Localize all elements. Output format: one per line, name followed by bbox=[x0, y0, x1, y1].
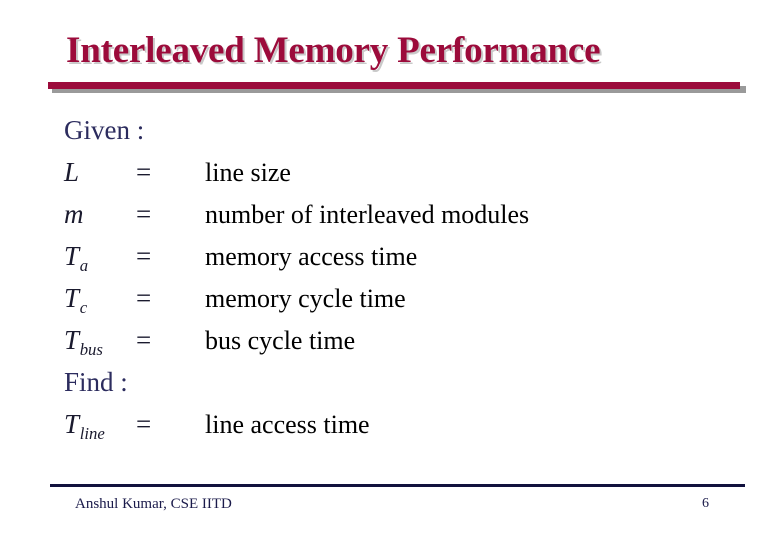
equals-sign: = bbox=[136, 325, 152, 355]
symbol-m: m bbox=[64, 199, 84, 229]
find-label: Find : bbox=[64, 367, 128, 397]
symbol-Tc: Tc bbox=[64, 283, 88, 317]
title-divider-shadow bbox=[52, 86, 746, 93]
slide-header: Interleaved Memory Performance bbox=[0, 28, 780, 80]
page-number: 6 bbox=[702, 496, 709, 511]
definition-text: bus cycle time bbox=[205, 326, 356, 355]
page-title: Interleaved Memory Performance bbox=[66, 30, 601, 71]
title-divider bbox=[48, 82, 746, 94]
definition-row: Ta = memory access time bbox=[64, 239, 754, 281]
equals-sign: = bbox=[136, 283, 152, 313]
symbol-Ta: Ta bbox=[64, 241, 89, 275]
footer-divider bbox=[50, 484, 745, 487]
equals-sign: = bbox=[136, 199, 152, 229]
symbol-L: L bbox=[64, 157, 80, 187]
definition-row: m = number of interleaved modules bbox=[64, 197, 754, 239]
equals-sign: = bbox=[136, 409, 152, 439]
symbol-Tbus: Tbus bbox=[64, 325, 103, 359]
definition-text: number of interleaved modules bbox=[205, 200, 530, 229]
definition-row: Tline = line access time bbox=[64, 407, 754, 449]
find-heading-row: Find : bbox=[64, 365, 754, 407]
footer-author: Anshul Kumar, CSE IITD bbox=[75, 496, 232, 512]
given-heading-row: Given : bbox=[64, 113, 754, 155]
definition-text: memory access time bbox=[205, 242, 418, 271]
definition-text: line access time bbox=[205, 410, 370, 439]
symbol-Tline: Tline bbox=[64, 409, 105, 443]
definition-text: memory cycle time bbox=[205, 284, 406, 313]
definition-text: line size bbox=[205, 158, 291, 187]
definition-row: Tc = memory cycle time bbox=[64, 281, 754, 323]
equals-sign: = bbox=[136, 157, 152, 187]
slide-body: Given : L = line size m = number of inte… bbox=[64, 113, 754, 449]
given-label: Given : bbox=[64, 115, 145, 145]
definition-row: Tbus = bus cycle time bbox=[64, 323, 754, 365]
definition-row: L = line size bbox=[64, 155, 754, 197]
equals-sign: = bbox=[136, 241, 152, 271]
title-divider-bar bbox=[48, 82, 740, 89]
